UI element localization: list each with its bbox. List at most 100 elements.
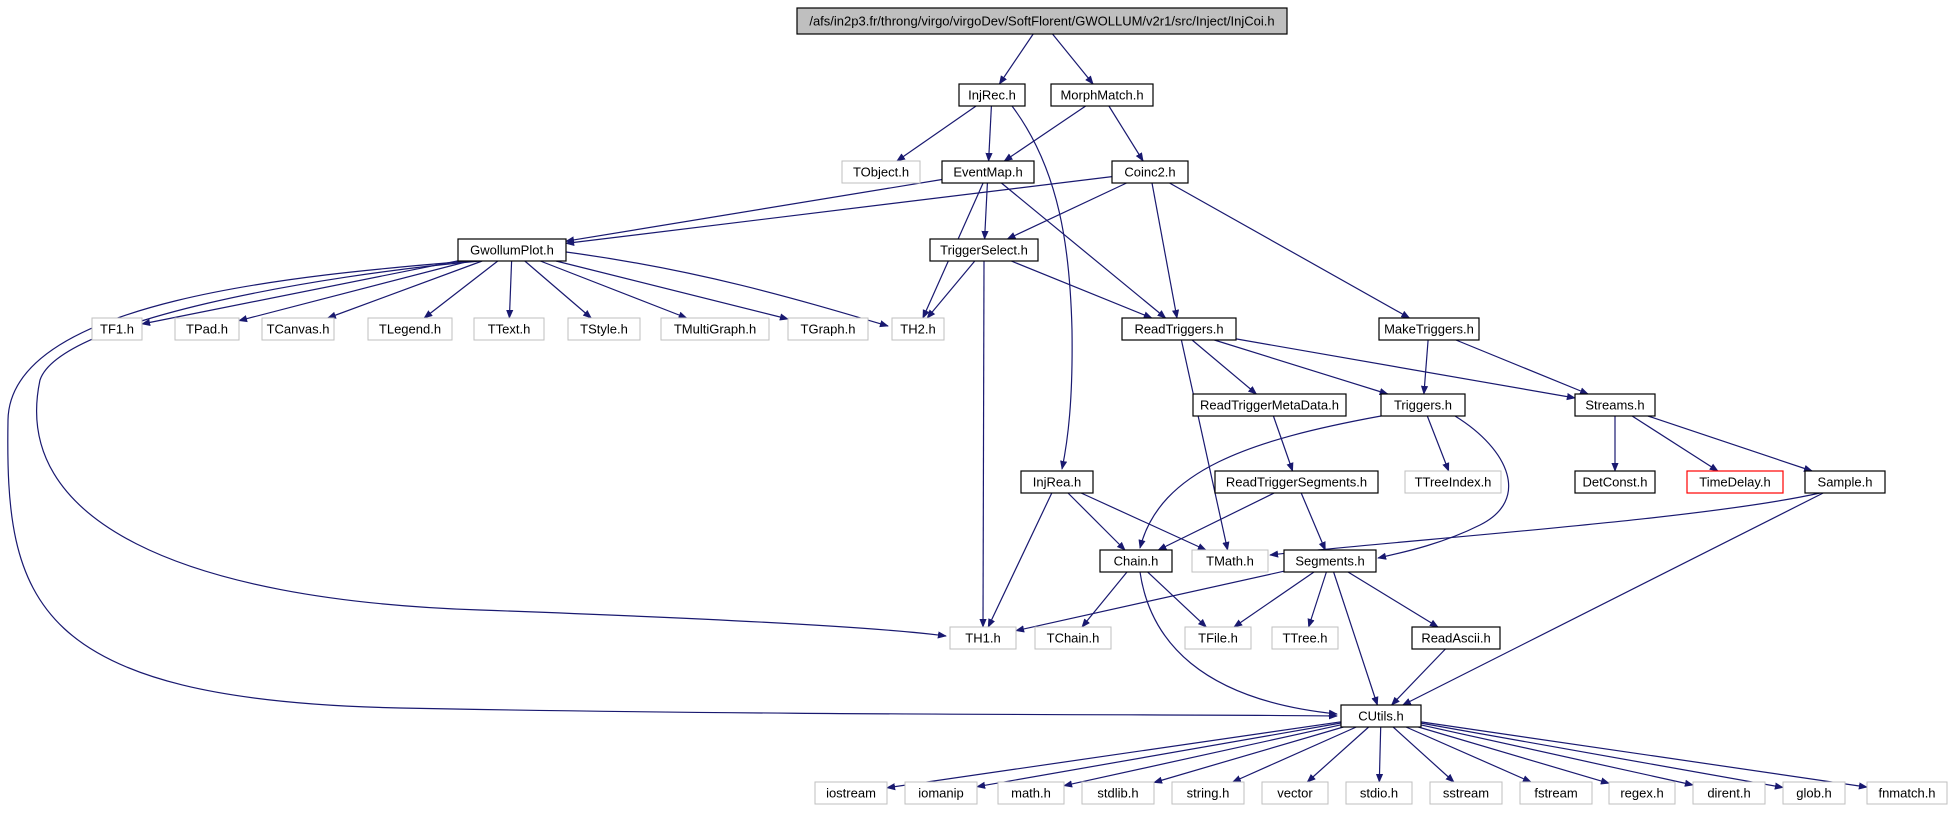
edge-injrec-to-eventmap [985, 105, 993, 162]
edge-segments-to-ttree [1307, 571, 1327, 628]
node-morphmatch[interactable]: MorphMatch.h [1050, 83, 1154, 107]
node-label-fnmatchh: fnmatch.h [1878, 786, 1935, 801]
node-triggerselect[interactable]: TriggerSelect.h [929, 238, 1039, 262]
node-label-ttree: TTree.h [1282, 631, 1327, 646]
edge-streams-to-sample [1647, 415, 1813, 472]
node-label-segments: Segments.h [1295, 554, 1364, 569]
node-box-readtriggersegments [1214, 470, 1379, 494]
node-box-readascii [1411, 626, 1501, 650]
node-ttreeindex: TTreeIndex.h [1404, 470, 1502, 494]
node-triggers[interactable]: Triggers.h [1380, 393, 1466, 417]
node-box-eventmap [941, 160, 1035, 184]
node-direnth: dirent.h [1692, 781, 1766, 805]
edge-injrea-to-th1 [987, 492, 1053, 628]
node-streams[interactable]: Streams.h [1574, 393, 1656, 417]
node-detconst[interactable]: DetConst.h [1574, 470, 1656, 494]
edge-segments-to-tfile [1233, 571, 1315, 628]
node-box-streams [1574, 393, 1656, 417]
node-fstream: fstream [1519, 781, 1593, 805]
node-segments[interactable]: Segments.h [1283, 549, 1377, 573]
node-box-tobject [841, 160, 921, 184]
edge-cutils-to-stringh [1231, 726, 1357, 783]
edge-cutils-to-direnth [1420, 724, 1694, 787]
edge-readtriggers-to-triggers [1214, 339, 1389, 396]
node-root[interactable]: /afs/in2p3.fr/throng/virgo/virgoDev/Soft… [796, 7, 1288, 35]
edge-eventmap-to-readtriggers [1001, 182, 1167, 319]
node-label-sample: Sample.h [1818, 475, 1873, 490]
node-label-tcanvas: TCanvas.h [267, 322, 330, 337]
edge-gwollumplot-to-tcanvas [326, 260, 483, 319]
node-timedelay[interactable]: TimeDelay.h [1686, 470, 1784, 494]
edge-root-to-injrec [998, 33, 1034, 85]
node-label-iomanip: iomanip [918, 786, 964, 801]
node-label-stdioh: stdio.h [1360, 786, 1398, 801]
node-tmultigraph: TMultiGraph.h [660, 317, 770, 341]
edge-segments-to-th1 [1015, 570, 1285, 633]
node-label-th1: TH1.h [965, 631, 1000, 646]
node-box-morphmatch [1050, 83, 1154, 107]
node-coinc2[interactable]: Coinc2.h [1111, 160, 1189, 184]
edge-gwollumplot-to-cutils [7, 260, 1338, 720]
edge-chain-to-tchain [1081, 571, 1128, 628]
node-readtriggers[interactable]: ReadTriggers.h [1121, 317, 1237, 341]
node-box-triggerselect [929, 238, 1039, 262]
node-box-tchain [1034, 626, 1112, 650]
node-box-cutils [1340, 704, 1422, 728]
edge-cutils-to-regexh [1418, 726, 1610, 785]
node-label-regexh: regex.h [1620, 786, 1663, 801]
node-box-th2 [891, 317, 945, 341]
node-sample[interactable]: Sample.h [1804, 470, 1886, 494]
node-label-mathh: math.h [1011, 786, 1051, 801]
node-box-sstream [1429, 781, 1503, 805]
node-box-triggers [1380, 393, 1466, 417]
node-box-chain [1099, 549, 1173, 573]
node-label-tmultigraph: TMultiGraph.h [674, 322, 756, 337]
edge-sample-to-tmath [1269, 492, 1821, 558]
node-box-tf1 [91, 317, 143, 341]
node-tmath: TMath.h [1191, 549, 1269, 573]
node-label-fstream: fstream [1534, 786, 1577, 801]
node-maketriggers[interactable]: MakeTriggers.h [1378, 317, 1480, 341]
edge-cutils-to-stdlibh [1153, 726, 1344, 784]
node-readascii[interactable]: ReadAscii.h [1411, 626, 1501, 650]
node-readtriggermetadata[interactable]: ReadTriggerMetaData.h [1192, 393, 1347, 417]
node-ttext: TText.h [473, 317, 545, 341]
node-readtriggersegments[interactable]: ReadTriggerSegments.h [1214, 470, 1379, 494]
edge-morphmatch-to-eventmap [1003, 105, 1087, 162]
node-injrec[interactable]: InjRec.h [958, 83, 1026, 107]
node-tpad: TPad.h [174, 317, 240, 341]
edge-cutils-to-fstream [1405, 726, 1532, 783]
node-label-ttreeindex: TTreeIndex.h [1415, 475, 1492, 490]
node-label-cutils: CUtils.h [1358, 709, 1404, 724]
edge-cutils-to-iomanip [976, 722, 1342, 789]
edge-readascii-to-cutils [1390, 648, 1446, 706]
edge-maketriggers-to-streams [1455, 339, 1589, 395]
node-label-morphmatch: MorphMatch.h [1060, 88, 1143, 103]
node-label-globh: glob.h [1796, 786, 1831, 801]
edge-triggers-to-ttreeindex [1426, 415, 1450, 472]
edge-sample-to-cutils [1401, 492, 1824, 706]
edge-streams-to-timedelay [1631, 415, 1719, 472]
node-box-ttree [1271, 626, 1339, 650]
edge-injrea-to-chain [1067, 492, 1126, 551]
node-label-readtriggers: ReadTriggers.h [1134, 322, 1223, 337]
node-label-readascii: ReadAscii.h [1421, 631, 1490, 646]
node-box-detconst [1574, 470, 1656, 494]
node-box-gwollumplot [457, 238, 567, 262]
node-chain[interactable]: Chain.h [1099, 549, 1173, 573]
node-box-tfile [1184, 626, 1252, 650]
node-globh: glob.h [1782, 781, 1846, 805]
node-box-tpad [174, 317, 240, 341]
node-cutils[interactable]: CUtils.h [1340, 704, 1422, 728]
node-sstream: sstream [1429, 781, 1503, 805]
edge-segments-to-cutils [1333, 571, 1379, 706]
node-injrea[interactable]: InjRea.h [1020, 470, 1094, 494]
node-stdlibh: stdlib.h [1081, 781, 1155, 805]
node-gwollumplot[interactable]: GwollumPlot.h [457, 238, 567, 262]
node-eventmap[interactable]: EventMap.h [941, 160, 1035, 184]
node-vector: vector [1261, 781, 1329, 805]
edge-gwollumplot-to-tpad [238, 260, 470, 323]
node-label-eventmap: EventMap.h [953, 165, 1022, 180]
node-label-timedelay: TimeDelay.h [1699, 475, 1771, 490]
